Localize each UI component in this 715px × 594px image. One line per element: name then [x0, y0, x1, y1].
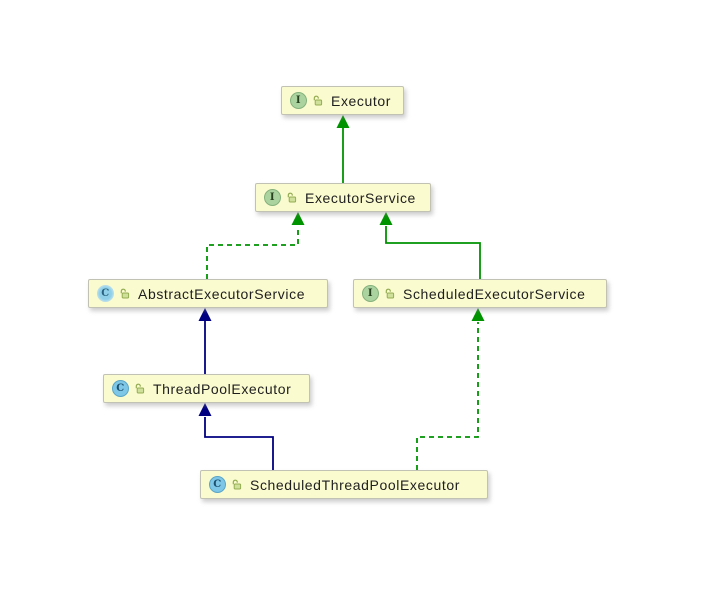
node-label: ScheduledThreadPoolExecutor: [250, 476, 460, 493]
node-executor-service[interactable]: I ExecutorService: [255, 183, 431, 212]
node-label: ScheduledExecutorService: [403, 285, 586, 302]
node-scheduled-executor-service[interactable]: I ScheduledExecutorService: [353, 279, 607, 308]
interface-icon: I: [362, 285, 379, 302]
lock-icon: [231, 479, 242, 490]
lock-icon: [119, 288, 130, 299]
edge-scheduledexecutorservice-extends-executorservice: [385, 226, 481, 279]
interface-icon: I: [290, 92, 307, 109]
lock-icon: [384, 288, 395, 299]
class-icon: C: [209, 476, 226, 493]
edge-abstractexecutorservice-implements-executorservice: [206, 226, 299, 279]
lock-icon: [312, 95, 323, 106]
arrowhead-to-scheduledexecutorservice: [471, 308, 485, 321]
interface-icon: I: [264, 189, 281, 206]
arrowhead-to-executorservice-right: [379, 212, 393, 225]
node-executor[interactable]: I Executor: [281, 86, 404, 115]
edge-scheduledthreadpoolexecutor-extends-threadpoolexecutor: [204, 417, 274, 470]
abstract-class-icon: C: [97, 285, 114, 302]
node-label: AbstractExecutorService: [138, 285, 306, 302]
node-abstract-executor-service[interactable]: C AbstractExecutorService: [88, 279, 328, 308]
lock-icon: [134, 383, 145, 394]
arrowhead-to-executor: [336, 115, 350, 128]
class-icon: C: [112, 380, 129, 397]
node-label: ExecutorService: [305, 189, 416, 206]
node-scheduled-thread-pool-executor[interactable]: C ScheduledThreadPoolExecutor: [200, 470, 488, 499]
node-label: Executor: [331, 92, 392, 109]
node-thread-pool-executor[interactable]: C ThreadPoolExecutor: [103, 374, 310, 403]
arrowhead-to-executorservice-left: [291, 212, 305, 225]
arrowhead-to-threadpoolexecutor: [198, 403, 212, 416]
node-label: ThreadPoolExecutor: [153, 380, 292, 397]
arrowhead-to-abstractexecutorservice: [198, 308, 212, 321]
lock-icon: [286, 192, 297, 203]
edge-scheduledthreadpoolexecutor-implements-scheduledexecutorservice: [416, 322, 479, 470]
